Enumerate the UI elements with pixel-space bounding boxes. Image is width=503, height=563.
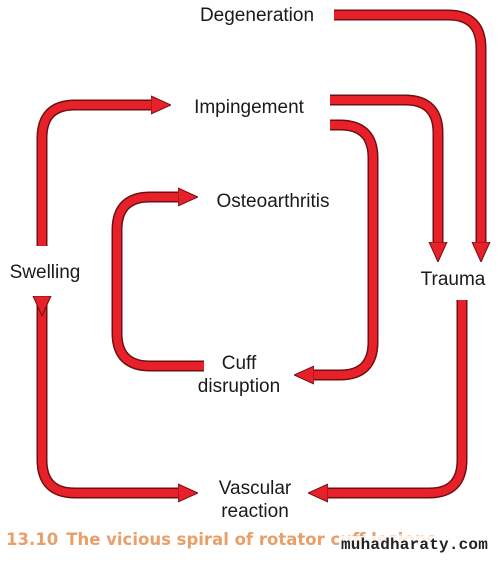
node-vascular-reaction-line-2: reaction [221,501,289,522]
node-swelling: Swelling [10,262,81,283]
arrow-vascular-reaction-to-swelling [42,300,182,493]
arrow-cuff-disruption-to-osteoarthritis [111,197,204,372]
node-osteoarthritis: Osteoarthritis [217,191,330,212]
node-vascular-reaction-line-1: Vascular [219,478,292,499]
node-trauma: Trauma [421,269,486,290]
node-vascular-reaction: Vascular reaction [219,478,292,522]
node-cuff-disruption-line-1: Cuff [222,353,257,374]
node-impingement: Impingement [194,97,305,118]
arrow-swelling-to-impingement [36,105,155,246]
arrow-degeneration-to-trauma [334,9,481,246]
node-cuff-disruption-line-2: disruption [198,376,280,397]
arrow-impingement-to-trauma [330,94,438,246]
arrow-impingement-to-cuff-disruption [310,119,379,375]
node-degeneration: Degeneration [200,5,314,26]
watermark: muhadharaty.com [341,536,489,554]
node-cuff-disruption: Cuff disruption [198,353,280,397]
figure-number: 13.10 [6,530,59,549]
arrow-trauma-to-vascular-reaction [324,300,468,493]
